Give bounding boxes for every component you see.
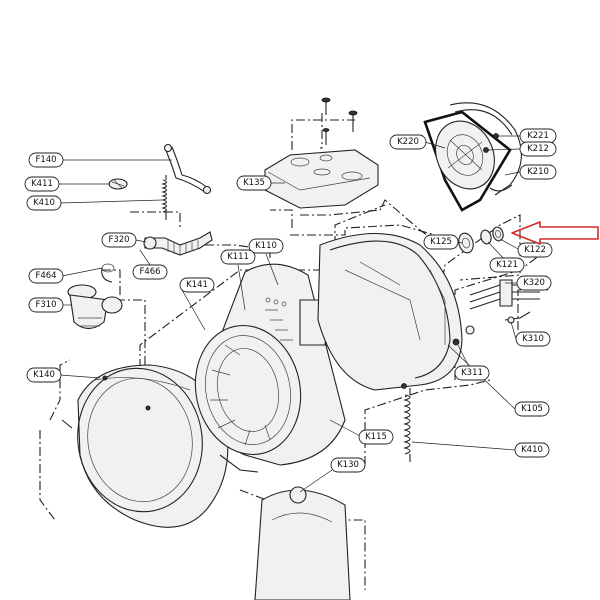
label-text: F466 <box>139 267 160 277</box>
label-text: K410 <box>33 198 55 208</box>
label-K411: K411 <box>24 176 60 192</box>
label-K320: K320 <box>516 275 552 291</box>
label-K130: K130 <box>330 457 366 473</box>
label-text: K212 <box>527 144 549 154</box>
label-text: K210 <box>527 167 549 177</box>
inner-drum <box>194 263 346 473</box>
label-K111: K111 <box>220 249 256 265</box>
label-text: K410 <box>521 445 543 455</box>
label-K110: K110 <box>248 238 284 254</box>
rear-tub <box>317 233 463 391</box>
label-text: K110 <box>255 241 277 251</box>
label-K410-upper: K410 <box>26 195 62 211</box>
label-text: K311 <box>461 368 483 378</box>
label-F140: F140 <box>28 152 64 168</box>
label-K410-lower: K410 <box>514 442 550 458</box>
red-arrow-icon <box>511 221 599 245</box>
label-text: K125 <box>430 237 452 247</box>
label-text: K140 <box>33 370 55 380</box>
label-text: K135 <box>243 178 265 188</box>
label-F464: F464 <box>28 268 64 284</box>
label-K140: K140 <box>26 367 62 383</box>
watermark-text: piecesdelachesclec.com <box>417 476 600 494</box>
bearing-set <box>458 226 504 254</box>
pump-parts <box>67 263 123 330</box>
label-text: F310 <box>35 300 56 310</box>
label-text: K130 <box>337 460 359 470</box>
label-K141: K141 <box>179 277 215 293</box>
label-text: K111 <box>227 252 249 262</box>
label-F320: F320 <box>101 232 137 248</box>
watermark: piecesdelachesclec.com <box>417 476 600 494</box>
heater-element <box>465 279 540 335</box>
label-K220: K220 <box>389 134 427 150</box>
spring-upper <box>160 175 168 220</box>
label-text: K221 <box>527 131 549 141</box>
label-text: F320 <box>108 235 129 245</box>
label-K121: K121 <box>489 257 525 273</box>
label-text: K121 <box>496 260 518 270</box>
label-text: K122 <box>524 245 546 255</box>
label-text: K105 <box>521 404 543 414</box>
label-K125: K125 <box>423 234 459 250</box>
label-K122: K122 <box>517 242 553 258</box>
label-K210: K210 <box>519 164 557 180</box>
label-text: F140 <box>35 155 56 165</box>
label-text: K320 <box>523 278 545 288</box>
label-K221: K221 <box>519 128 557 144</box>
label-K310: K310 <box>515 331 551 347</box>
label-text: F464 <box>35 271 56 281</box>
rear-tub-cover <box>423 102 522 212</box>
label-K311: K311 <box>454 365 490 381</box>
label-K105: K105 <box>514 401 550 417</box>
label-text: K141 <box>186 280 208 290</box>
upper-housing-part <box>264 149 379 209</box>
hose-and-clips <box>108 143 212 195</box>
bottom-part <box>254 486 351 600</box>
label-F466: F466 <box>132 264 168 280</box>
label-K212: K212 <box>519 141 557 157</box>
label-K135: K135 <box>236 175 272 191</box>
spring-lower <box>403 388 411 462</box>
label-F310: F310 <box>28 297 64 313</box>
label-text: K220 <box>397 137 419 147</box>
top-screws <box>321 97 358 145</box>
label-text: K411 <box>31 179 53 189</box>
label-K115: K115 <box>358 429 394 445</box>
label-text: K115 <box>365 432 387 442</box>
label-text: K310 <box>522 334 544 344</box>
drain-hose <box>143 231 213 256</box>
front-tub-part <box>61 364 229 528</box>
